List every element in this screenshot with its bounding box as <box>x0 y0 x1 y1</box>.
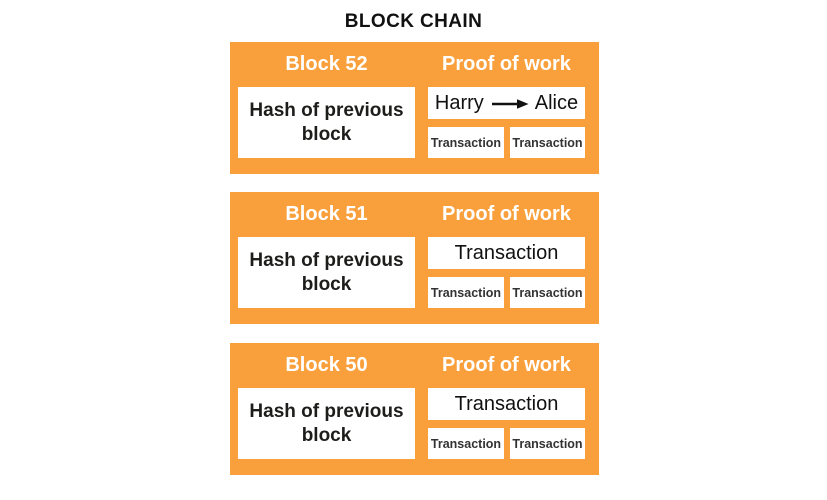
block-51-transaction-box-2: Transaction <box>510 277 585 308</box>
block-51-title: Block 51 <box>285 203 368 225</box>
block-52: Block 52 Proof of work Hash of previous … <box>230 42 599 174</box>
block-51-proof-of-work-label: Proof of work <box>442 203 571 225</box>
block-50-transaction-box-2: Transaction <box>510 428 585 459</box>
block-52-transaction-box-1: Transaction <box>428 127 504 158</box>
right-arrow-icon <box>491 93 529 116</box>
block-52-main-transaction-box: Harry Alice <box>428 87 585 119</box>
transaction-label: Transaction <box>454 392 559 415</box>
hash-label: Hash of previous block <box>249 401 404 446</box>
block-51: Block 51 Proof of work Hash of previous … <box>230 192 599 324</box>
block-52-title: Block 52 <box>285 53 368 75</box>
transaction-to: Alice <box>534 91 579 114</box>
hash-label: Hash of previous block <box>249 250 404 295</box>
block-50-proof-of-work-label: Proof of work <box>442 354 571 376</box>
block-50-hash-box: Hash of previous block <box>238 388 415 459</box>
block-51-hash-box: Hash of previous block <box>238 237 415 308</box>
block-50-transaction-box-1: Transaction <box>428 428 504 459</box>
block-52-transaction-box-2: Transaction <box>510 127 585 158</box>
block-50-main-transaction-box: Transaction <box>428 388 585 420</box>
transaction-from: Harry <box>434 91 484 114</box>
block-50: Block 50 Proof of work Hash of previous … <box>230 343 599 475</box>
block-52-proof-of-work-label: Proof of work <box>442 53 571 75</box>
block-52-hash-box: Hash of previous block <box>238 87 415 158</box>
block-51-main-transaction-box: Transaction <box>428 237 585 269</box>
block-50-title: Block 50 <box>285 354 368 376</box>
block-51-transaction-box-1: Transaction <box>428 277 504 308</box>
hash-label: Hash of previous block <box>249 100 404 145</box>
transaction-label: Transaction <box>454 241 559 264</box>
page-title: BLOCK CHAIN <box>344 11 483 32</box>
